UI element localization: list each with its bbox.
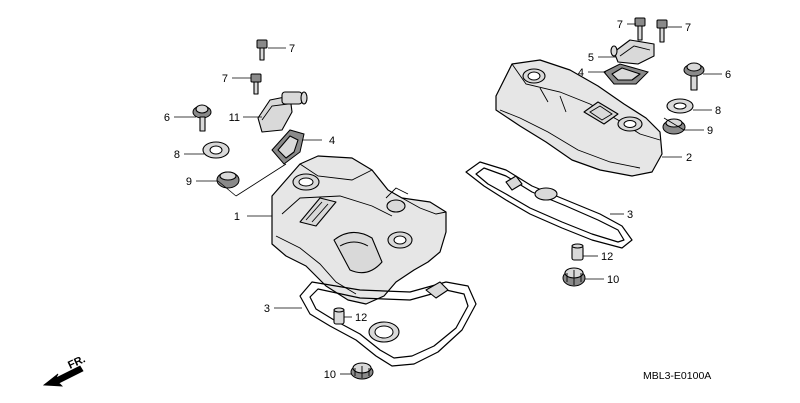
callout-6-left: 6 xyxy=(164,112,170,124)
callout-3-right: 3 xyxy=(627,209,633,221)
callout-12-right: 12 xyxy=(601,251,613,263)
right-breather-fitting xyxy=(610,39,655,65)
right-breather-plate xyxy=(603,63,649,85)
callout-9-right: 9 xyxy=(707,125,713,137)
front-direction-arrow-icon xyxy=(42,365,84,387)
callout-8-left: 8 xyxy=(174,149,180,161)
right-plug xyxy=(571,243,584,261)
left-washer xyxy=(202,141,230,159)
callout-10-left: 10 xyxy=(324,369,336,381)
callout-6-right: 6 xyxy=(725,69,731,81)
right-head-cover-gasket xyxy=(465,161,633,249)
right-cylinder-head-cover xyxy=(495,59,663,177)
left-grommet xyxy=(350,362,374,380)
leader-lines xyxy=(174,23,722,375)
right-washer xyxy=(666,98,694,114)
callout-2: 2 xyxy=(686,152,692,164)
callout-4-left: 4 xyxy=(329,135,335,147)
diagram-code: MBL3-E0100A xyxy=(643,370,711,382)
callout-5: 5 xyxy=(588,52,594,64)
callout-7-left-middle: 7 xyxy=(222,73,228,85)
left-bolt-top xyxy=(256,39,268,61)
callout-1: 1 xyxy=(234,211,240,223)
left-cylinder-head-cover xyxy=(271,155,447,305)
callout-12-left: 12 xyxy=(355,312,367,324)
callout-4-right: 4 xyxy=(578,67,584,79)
left-breather-plate xyxy=(271,129,305,165)
left-special-bolt xyxy=(192,104,212,132)
right-grommet xyxy=(562,267,586,287)
right-special-bolt xyxy=(683,62,705,91)
left-head-cover-gasket xyxy=(299,281,477,367)
right-seal-rubber xyxy=(662,118,686,135)
callout-3-left: 3 xyxy=(264,303,270,315)
left-bolt-middle xyxy=(250,73,262,95)
callout-7-left-top: 7 xyxy=(289,43,295,55)
callout-8-right: 8 xyxy=(715,105,721,117)
callout-11: 11 xyxy=(229,112,240,124)
right-bolt-right xyxy=(656,19,668,43)
front-marker-label: FR. xyxy=(66,353,87,371)
callout-10-right: 10 xyxy=(607,274,619,286)
breather-fitting xyxy=(257,91,308,133)
callout-7-right-a: 7 xyxy=(617,19,623,31)
callout-9-left: 9 xyxy=(186,176,192,188)
callout-7-right-b: 7 xyxy=(685,22,691,34)
right-bolt-left xyxy=(634,17,646,41)
left-plug xyxy=(333,307,345,325)
left-seal-rubber xyxy=(216,171,240,189)
